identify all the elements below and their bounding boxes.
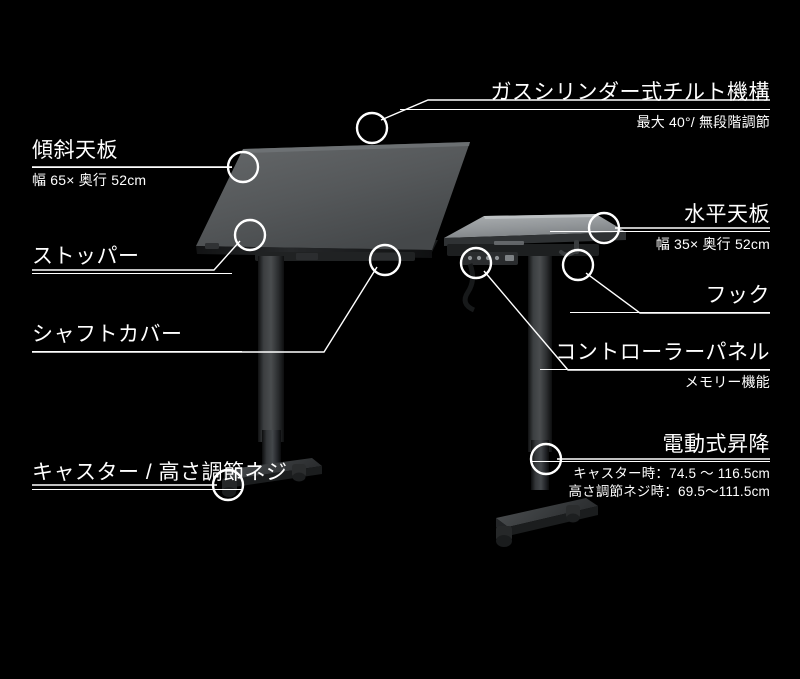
brand-logo [494,241,524,245]
label-flat-top-sub: 幅 35× 奥行 52cm [655,236,770,252]
label-flat-top: 水平天板 幅 35× 奥行 52cm [550,202,770,254]
label-flat-top-rule [550,231,770,232]
label-caster-height-screw: キャスター / 高さ調節ネジ [32,460,288,493]
right-column-lower [531,440,549,490]
marker-electric-lift [529,442,563,476]
tilt-top-face [196,142,470,250]
label-gas-cylinder-rule [400,109,770,110]
label-hook-title: フック [705,284,770,307]
right-column-upper [528,256,552,452]
controller-button-1 [467,255,473,261]
flat-top-highlight [484,214,596,219]
stopper-block-left [296,253,318,260]
marker-stopper [233,218,267,252]
leader-controller-panel [483,270,770,371]
leader-gas-cylinder [380,99,770,121]
marker-hook [561,248,595,282]
tilt-top-highlight [243,142,470,153]
leader-shaft-cover [32,266,378,353]
left-column-lower [262,430,281,472]
label-electric-lift-title: 電動式昇降 [662,433,770,456]
label-electric-lift-sub-2: 高さ調節ネジ時：69.5〜111.5cm [568,483,770,499]
label-electric-lift-sub-1: キャスター時：74.5 〜 116.5cm [573,466,770,481]
controller-button-4 [494,255,500,261]
label-tilt-top-sub: 幅 65× 奥行 52cm [32,172,147,188]
marker-shaft-cover [368,243,402,277]
label-hook-rule [570,312,770,313]
left-column-upper [258,256,284,442]
label-controller-rule [540,369,770,370]
caster-right-front-wheel [496,535,512,547]
left-casters [222,464,306,497]
label-stopper-title: ストッパー [32,245,140,268]
stopper-block-right [372,253,398,260]
marker-controller-panel [459,246,493,280]
label-hook: フック [570,283,770,316]
label-caster-title: キャスター / 高さ調節ネジ [32,461,288,484]
controller-display [505,255,514,261]
flat-top-face [444,214,626,238]
right-casters [496,505,580,547]
label-controller-sub: メモリー機能 [684,374,770,390]
caster-left-rear-wheel [292,472,306,482]
leader-stopper [32,240,241,271]
label-flat-top-title: 水平天板 [684,203,770,226]
caster-right-rear-wheel [566,513,580,523]
flat-tabletop [444,214,626,313]
flat-top-front-edge [444,232,626,246]
label-shaft-cover-title: シャフトカバー [32,323,183,346]
power-cable [462,263,476,313]
label-shaft-cover: シャフトカバー [32,322,242,355]
marker-flat-top [587,211,621,245]
label-tilt-top: 傾斜天板 幅 65× 奥行 52cm [32,138,232,190]
controller-button-2 [476,255,482,261]
left-base-top [224,458,322,479]
label-caster-rule [32,489,242,490]
marker-gas-cylinder [355,111,389,145]
label-controller-panel: コントローラーパネル メモリー機能 [540,340,770,392]
tilting-tabletop [196,142,470,261]
label-stopper-rule [32,273,232,274]
label-shaft-cover-rule [32,351,242,352]
leader-hook [585,272,770,314]
label-tilt-top-title: 傾斜天板 [32,139,118,162]
label-gas-cylinder: ガスシリンダー式チルト機構 最大 40°/ 無段階調節 [400,80,770,132]
label-gas-cylinder-title: ガスシリンダー式チルト機構 [490,81,770,104]
marker-caster-left [211,468,245,502]
label-controller-title: コントローラーパネル [555,341,770,364]
left-leg-assembly [222,256,322,497]
label-electric-lift: 電動式昇降 キャスター時：74.5 〜 116.5cm 高さ調節ネジ時：69.5… [530,432,770,500]
label-tilt-top-rule [32,167,232,168]
right-leg-assembly [496,256,598,547]
label-gas-cylinder-sub: 最大 40°/ 無段階調節 [636,114,770,130]
stopper-tab [205,243,219,249]
label-stopper: ストッパー [32,244,232,277]
label-electric-lift-rule [530,461,770,462]
